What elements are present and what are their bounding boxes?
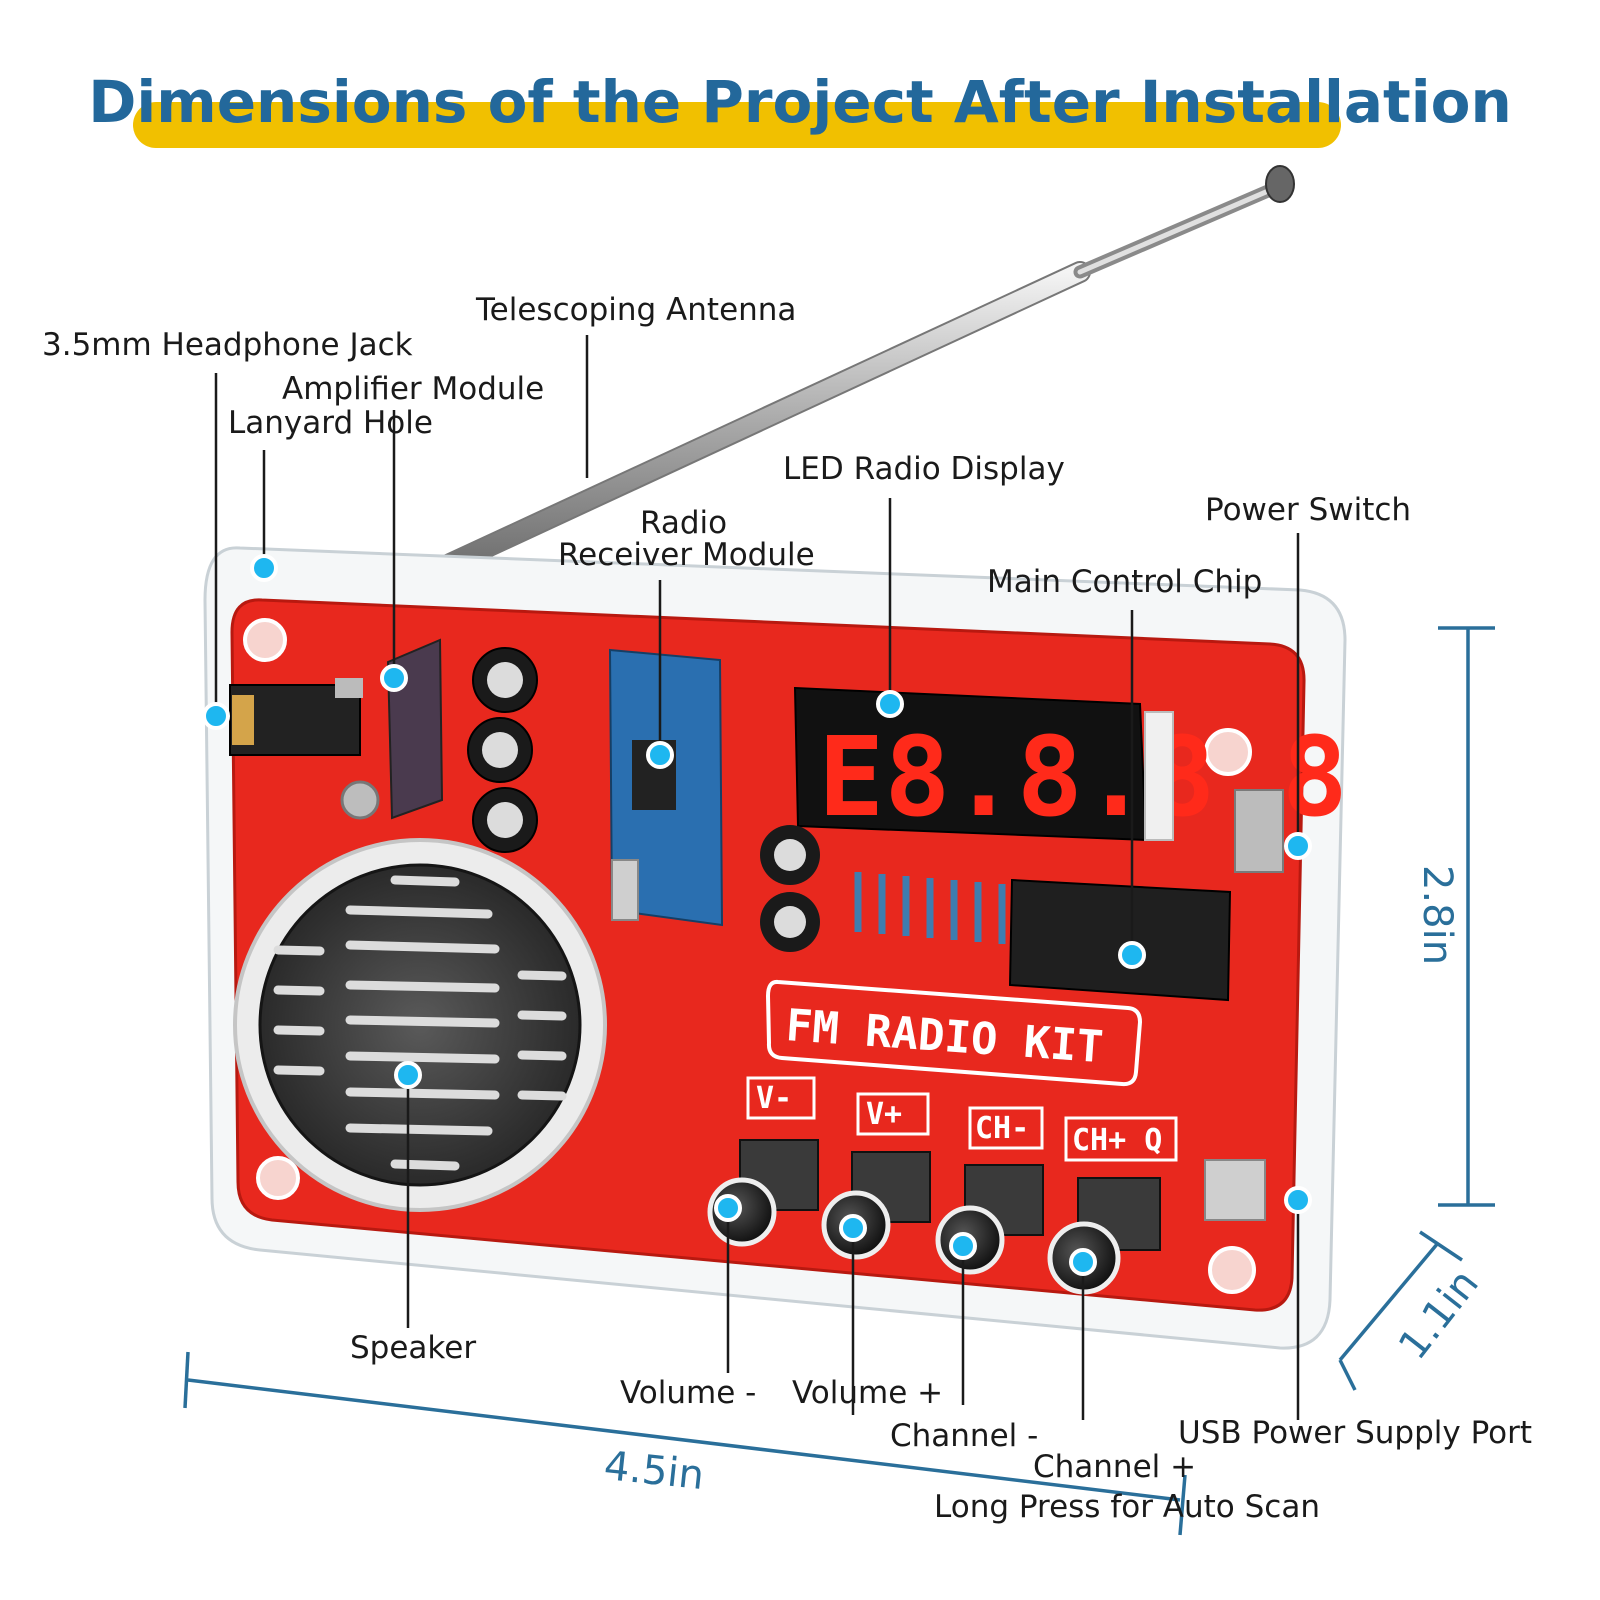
dimension-height: 2.8in [1414, 865, 1460, 966]
radio-receiver-module [608, 648, 724, 927]
usb-port [1204, 1159, 1266, 1221]
label-volume-plus: Volume + [792, 1375, 944, 1411]
label-led-display: LED Radio Display [783, 451, 1065, 487]
button-label-chplus: CH+ Q [1072, 1123, 1162, 1158]
label-channel-plus: Channel + [1033, 1449, 1197, 1485]
resistor-row [854, 872, 1006, 944]
button-label-vminus: V- [756, 1081, 792, 1116]
button-label-vplus: V+ [866, 1097, 902, 1132]
label-main-chip: Main Control Chip [987, 564, 1263, 600]
dot-main-chip [1118, 941, 1146, 969]
main-control-chip [1008, 878, 1232, 1002]
callout-dots [202, 554, 1312, 1276]
dot-usb-port [1284, 1186, 1312, 1214]
page-title: Dimensions of the Project After Installa… [88, 68, 1512, 136]
dot-volume-plus [839, 1214, 867, 1242]
dot-power-switch [1284, 832, 1312, 860]
dot-headphone-jack [202, 702, 230, 730]
headphone-jack [229, 678, 363, 756]
label-auto-scan: Long Press for Auto Scan [934, 1489, 1320, 1525]
capacitor-group-right [760, 825, 820, 952]
dot-channel-plus [1069, 1248, 1097, 1276]
power-switch [1234, 789, 1284, 873]
label-radio-line1: Radio [640, 505, 728, 541]
antenna [409, 165, 1295, 589]
label-amplifier: Amplifier Module [282, 371, 545, 407]
dot-channel-minus [949, 1232, 977, 1260]
label-volume-minus: Volume - [620, 1375, 757, 1411]
label-lanyard: Lanyard Hole [228, 405, 433, 441]
label-channel-minus: Channel - [890, 1418, 1039, 1454]
dot-radio-receiver [646, 741, 674, 769]
dot-speaker [394, 1061, 422, 1089]
title-highlight-bar [133, 102, 1341, 148]
label-speaker: Speaker [350, 1330, 477, 1366]
callout-lines [214, 335, 1300, 1420]
label-usb-port: USB Power Supply Port [1178, 1415, 1533, 1451]
dimension-lines [183, 626, 1495, 1536]
label-antenna: Telescoping Antenna [476, 292, 797, 328]
title-banner: Dimensions of the Project After Installa… [0, 60, 1600, 160]
button-label-chminus: CH- [975, 1111, 1029, 1146]
label-headphone-jack: 3.5mm Headphone Jack [42, 327, 413, 363]
speaker [233, 838, 607, 1212]
label-radio-line2: Receiver Module [558, 537, 815, 573]
dot-amplifier [380, 664, 408, 692]
dot-volume-minus [714, 1194, 742, 1222]
dot-lanyard-hole [250, 554, 278, 582]
tactile-buttons [707, 1139, 1161, 1295]
label-power-switch: Power Switch [1205, 492, 1412, 528]
dot-led-display [876, 690, 904, 718]
capacitor-group-left [467, 647, 538, 853]
button-label-group: V- V+ CH- CH+ Q [746, 1076, 1178, 1162]
